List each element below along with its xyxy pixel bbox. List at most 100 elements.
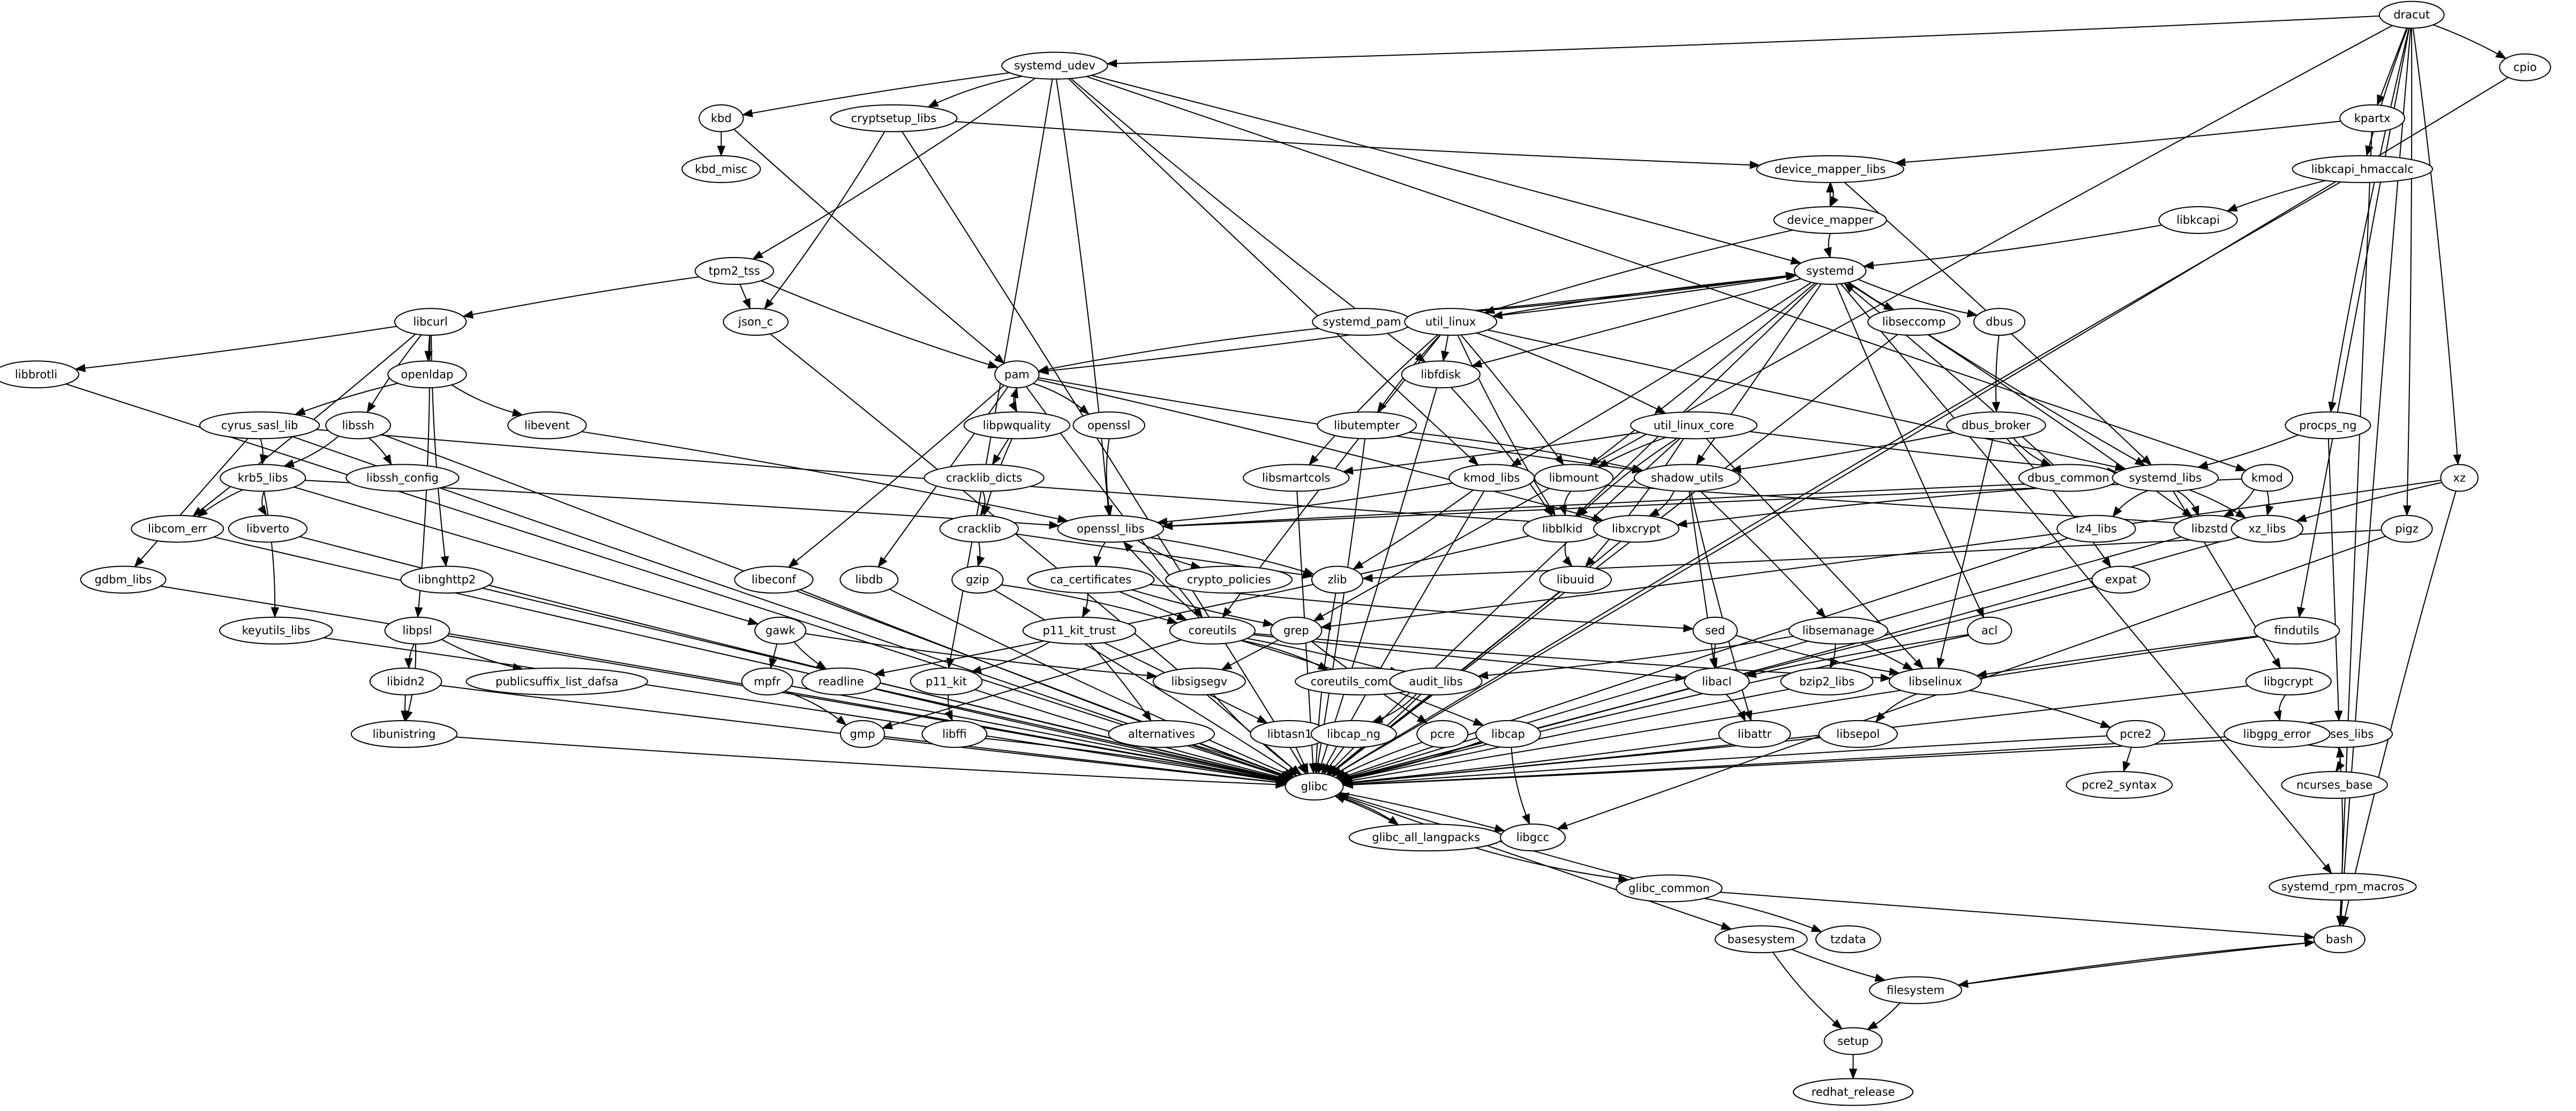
- node-kmod[interactable]: kmod: [2241, 464, 2294, 492]
- node-systemd_pam[interactable]: systemd_pam: [1312, 308, 1412, 336]
- node-dbus[interactable]: dbus: [1973, 308, 2026, 336]
- node-libseccomp[interactable]: libseccomp: [1867, 308, 1961, 336]
- node-pam[interactable]: pam: [994, 360, 1040, 389]
- node-keyutils_libs[interactable]: keyutils_libs: [219, 616, 333, 645]
- node-alternatives[interactable]: alternatives: [1108, 720, 1215, 748]
- node-libidn2[interactable]: libidn2: [369, 667, 442, 696]
- node-libblkid[interactable]: libblkid: [1522, 515, 1602, 543]
- node-acl[interactable]: acl: [1966, 616, 2012, 645]
- node-util_linux[interactable]: util_linux: [1404, 308, 1498, 336]
- node-tpm2_tss[interactable]: tpm2_tss: [694, 257, 775, 285]
- node-libcap[interactable]: libcap: [1475, 720, 1541, 748]
- node-filesystem[interactable]: filesystem: [1869, 976, 1963, 1004]
- node-pigz[interactable]: pigz: [2380, 515, 2433, 543]
- node-publicsuffix_list_dafsa[interactable]: publicsuffix_list_dafsa: [465, 667, 648, 696]
- node-pcre2[interactable]: pcre2: [2106, 720, 2166, 748]
- node-libpsl[interactable]: libpsl: [384, 616, 450, 645]
- node-libmount[interactable]: libmount: [1534, 464, 1614, 492]
- node-libssh[interactable]: libssh: [325, 411, 391, 440]
- node-libgpg_error[interactable]: libgpg_error: [2224, 720, 2331, 748]
- node-kbd[interactable]: kbd: [699, 104, 744, 132]
- node-libunistring[interactable]: libunistring: [350, 720, 458, 748]
- node-libkcapi_hmaccalc[interactable]: libkcapi_hmaccalc: [2292, 155, 2434, 183]
- node-libcurl[interactable]: libcurl: [394, 308, 467, 336]
- node-libgcrypt[interactable]: libgcrypt: [2245, 667, 2332, 696]
- node-libpwquality[interactable]: libpwquality: [963, 411, 1071, 440]
- node-setup[interactable]: setup: [1823, 1027, 1883, 1055]
- node-kbd_misc[interactable]: kbd_misc: [681, 155, 761, 183]
- node-p11_kit[interactable]: p11_kit: [910, 667, 983, 696]
- node-glibc[interactable]: glibc: [1285, 773, 1344, 801]
- node-expat[interactable]: expat: [2091, 565, 2151, 594]
- node-ca_certificates[interactable]: ca_certificates: [1027, 565, 1155, 594]
- node-libkcapi[interactable]: libkcapi: [2158, 206, 2238, 234]
- node-libnghttp2[interactable]: libnghttp2: [400, 565, 494, 594]
- node-ncurses_base[interactable]: ncurses_base: [2281, 771, 2388, 799]
- node-basesystem[interactable]: basesystem: [1714, 925, 1808, 954]
- node-systemd[interactable]: systemd: [1793, 257, 1867, 285]
- node-shadow_utils[interactable]: shadow_utils: [1633, 464, 1741, 492]
- node-bzip2_libs[interactable]: bzip2_libs: [1780, 667, 1874, 696]
- node-cryptsetup_libs[interactable]: cryptsetup_libs: [830, 104, 958, 132]
- node-grep[interactable]: grep: [1270, 616, 1323, 645]
- node-dbus_common[interactable]: dbus_common: [2018, 464, 2119, 492]
- node-openssl[interactable]: openssl: [1072, 411, 1146, 440]
- node-libeconf[interactable]: libeconf: [734, 565, 814, 594]
- node-xz_libs[interactable]: xz_libs: [2230, 515, 2304, 543]
- node-libcap_ng[interactable]: libcap_ng: [1310, 720, 1397, 748]
- node-libevent[interactable]: libevent: [507, 411, 587, 440]
- node-libutempter[interactable]: libutempter: [1317, 411, 1417, 440]
- node-openldap[interactable]: openldap: [387, 360, 467, 389]
- node-kmod_libs[interactable]: kmod_libs: [1448, 464, 1535, 492]
- node-dracut[interactable]: dracut: [2378, 1, 2445, 29]
- node-libssh_config[interactable]: libssh_config: [346, 464, 460, 492]
- node-redhat_release[interactable]: redhat_release: [1792, 1078, 1914, 1106]
- node-libsemanage[interactable]: libsemanage: [1788, 616, 1889, 645]
- node-systemd_udev[interactable]: systemd_udev: [1001, 51, 1108, 80]
- node-procps_ng[interactable]: procps_ng: [2285, 411, 2371, 440]
- node-pcre[interactable]: pcre: [1416, 720, 1469, 748]
- node-cyrus_sasl_lib[interactable]: cyrus_sasl_lib: [199, 411, 320, 440]
- node-libsigsegv[interactable]: libsigsegv: [1152, 667, 1246, 696]
- node-libtasn1[interactable]: libtasn1: [1250, 720, 1330, 748]
- node-dbus_broker[interactable]: dbus_broker: [1946, 411, 2046, 440]
- node-openssl_libs[interactable]: openssl_libs: [1057, 515, 1165, 543]
- node-crypto_policies[interactable]: crypto_policies: [1165, 565, 1293, 594]
- node-libsepol[interactable]: libsepol: [1818, 720, 1898, 748]
- node-util_linux_core[interactable]: util_linux_core: [1630, 411, 1758, 440]
- node-cpio[interactable]: cpio: [2499, 53, 2551, 81]
- node-libuuid[interactable]: libuuid: [1539, 565, 1612, 594]
- node-libsmartcols[interactable]: libsmartcols: [1243, 464, 1350, 492]
- node-libffi[interactable]: libffi: [921, 720, 988, 748]
- node-zlib[interactable]: zlib: [1311, 565, 1364, 594]
- node-pcre2_syntax[interactable]: pcre2_syntax: [2066, 771, 2173, 799]
- node-cracklib_dicts[interactable]: cracklib_dicts: [923, 464, 1045, 492]
- node-glibc_all_langpacks[interactable]: glibc_all_langpacks: [1348, 823, 1504, 852]
- node-gawk[interactable]: gawk: [754, 616, 807, 645]
- node-readline[interactable]: readline: [801, 667, 881, 696]
- node-libbrotli[interactable]: libbrotli: [0, 360, 80, 389]
- node-systemd_rpm_macros[interactable]: systemd_rpm_macros: [2269, 873, 2417, 901]
- node-libattr[interactable]: libattr: [1718, 720, 1791, 748]
- node-coreutils[interactable]: coreutils: [1169, 616, 1256, 645]
- node-device_mapper_libs[interactable]: device_mapper_libs: [1756, 155, 1904, 183]
- node-json_c[interactable]: json_c: [723, 308, 789, 336]
- node-libdb[interactable]: libdb: [839, 565, 899, 594]
- node-libxcrypt[interactable]: libxcrypt: [1593, 515, 1680, 543]
- node-mpfr[interactable]: mpfr: [741, 667, 793, 696]
- node-libselinux[interactable]: libselinux: [1888, 667, 1982, 696]
- node-krb5_libs[interactable]: krb5_libs: [220, 464, 306, 492]
- node-device_mapper[interactable]: device_mapper: [1773, 206, 1887, 234]
- node-libgcc[interactable]: libgcc: [1500, 823, 1566, 852]
- node-libzstd[interactable]: libzstd: [2173, 515, 2246, 543]
- node-glibc_common[interactable]: glibc_common: [1616, 874, 1723, 903]
- node-audit_libs[interactable]: audit_libs: [1389, 667, 1483, 696]
- node-cracklib[interactable]: cracklib: [939, 515, 1019, 543]
- node-findutils[interactable]: findutils: [2254, 616, 2340, 645]
- node-xz[interactable]: xz: [2440, 464, 2479, 492]
- node-gdbm_libs[interactable]: gdbm_libs: [80, 565, 167, 594]
- node-lz4_libs[interactable]: lz4_libs: [2056, 515, 2136, 543]
- node-gzip[interactable]: gzip: [951, 565, 1004, 594]
- node-libcom_err[interactable]: libcom_err: [131, 515, 224, 543]
- node-systemd_libs[interactable]: systemd_libs: [2112, 464, 2219, 492]
